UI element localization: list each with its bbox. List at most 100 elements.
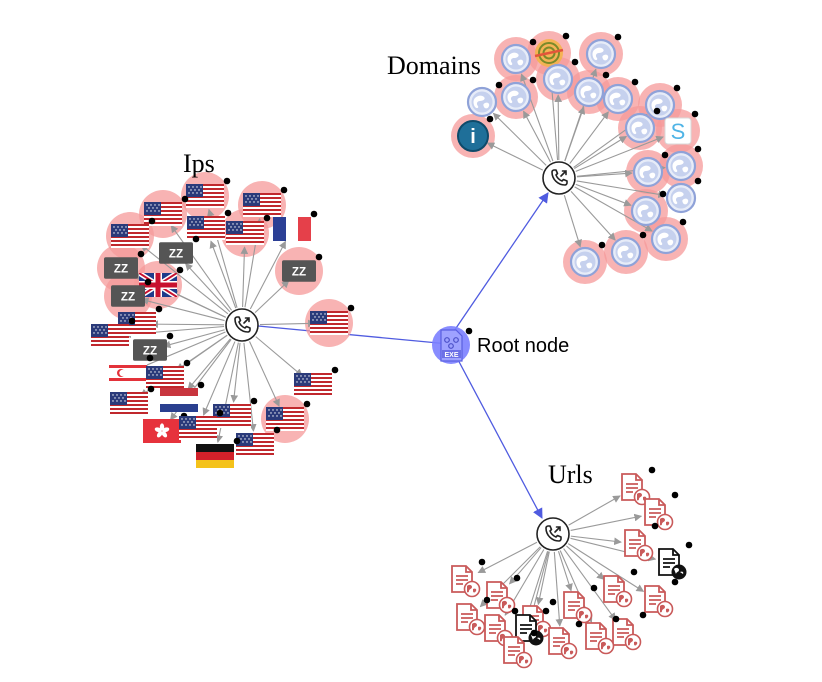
turkey-flag-icon [109, 361, 147, 385]
domain-node[interactable] [665, 145, 702, 182]
domain-node[interactable] [500, 76, 537, 113]
url-node[interactable] [644, 491, 679, 531]
domain-node[interactable] [569, 241, 606, 278]
domain-node[interactable] [500, 38, 537, 75]
edge [566, 545, 605, 580]
domain-node[interactable] [534, 32, 570, 67]
url-node[interactable] [585, 615, 620, 655]
ip-nodes [91, 177, 355, 468]
domains-hub[interactable] [542, 161, 576, 195]
url-node[interactable] [515, 607, 550, 647]
ip-node[interactable] [196, 437, 241, 468]
ip-node[interactable] [144, 195, 189, 226]
ip-node[interactable] [160, 381, 205, 412]
ip-node[interactable] [109, 354, 154, 385]
edge [140, 244, 229, 315]
svg-text:EXE: EXE [444, 352, 458, 359]
cluster-urls [451, 466, 693, 669]
domain-node[interactable] [585, 33, 622, 70]
url-node[interactable] [658, 541, 693, 581]
url-node[interactable] [563, 584, 598, 624]
domain-node[interactable]: S [664, 110, 699, 145]
ip-node[interactable] [226, 214, 271, 245]
sleep-badge-icon [159, 242, 193, 264]
domain-node[interactable] [624, 107, 661, 144]
edge [570, 535, 622, 546]
domain-node[interactable] [602, 78, 639, 115]
phone-call-icon [536, 517, 570, 551]
ip-node[interactable] [213, 397, 258, 428]
domain-node[interactable] [573, 71, 610, 108]
svg-text:S: S [671, 119, 686, 144]
url-node[interactable] [621, 466, 656, 506]
domain-node[interactable] [650, 218, 687, 255]
us-flag-icon [243, 193, 281, 217]
ip-node[interactable] [243, 186, 288, 217]
ip-node[interactable] [146, 359, 191, 390]
url-node[interactable] [451, 558, 486, 598]
edge [187, 338, 231, 390]
ip-node[interactable] [273, 210, 318, 241]
sleep-badge-icon [282, 260, 316, 282]
globe-icon [569, 246, 601, 278]
ip-node[interactable] [186, 177, 231, 208]
ip-node[interactable] [118, 305, 163, 336]
url-node[interactable] [484, 607, 519, 647]
ips-hub[interactable] [225, 308, 259, 342]
ip-node[interactable] [111, 278, 152, 307]
edge [523, 110, 552, 163]
url-node[interactable] [522, 598, 557, 638]
ip-node[interactable] [91, 317, 136, 348]
ip-node[interactable] [159, 235, 200, 264]
urls-hub[interactable] [536, 517, 570, 551]
url-nodes [451, 466, 693, 669]
edge [243, 342, 257, 432]
sleep-badge-icon [111, 285, 145, 307]
ip-node[interactable] [266, 400, 311, 431]
url-node[interactable] [486, 574, 521, 614]
root-node[interactable]: EXE [432, 326, 473, 364]
domain-node[interactable] [466, 81, 503, 118]
edge [564, 106, 586, 162]
url-node[interactable] [456, 596, 491, 636]
ip-node[interactable] [139, 266, 184, 297]
ip-node[interactable] [187, 209, 232, 240]
edge [575, 183, 632, 207]
s-badge-icon: S [664, 117, 692, 145]
url-node[interactable] [612, 611, 647, 651]
url-node[interactable] [503, 629, 538, 669]
domain-node[interactable] [630, 190, 667, 227]
domain-node[interactable] [644, 84, 681, 121]
url-document-icon [644, 498, 674, 531]
domain-node[interactable] [632, 151, 669, 188]
ip-node[interactable] [310, 304, 355, 335]
url-node[interactable] [624, 522, 659, 562]
ip-node[interactable] [294, 366, 339, 397]
ip-node[interactable] [282, 253, 323, 282]
ip-node[interactable] [236, 426, 281, 457]
url-node[interactable] [548, 620, 583, 660]
us-flag-icon [179, 416, 217, 440]
domain-node[interactable] [542, 58, 579, 95]
edge [184, 262, 231, 313]
ip-node[interactable] [111, 217, 156, 248]
domain-node[interactable] [665, 177, 702, 214]
edge [162, 329, 225, 349]
ip-node[interactable] [179, 409, 224, 440]
url-node[interactable] [644, 578, 679, 618]
domain-node[interactable]: i [457, 115, 494, 152]
ip-node[interactable] [110, 385, 155, 416]
globe-icon [500, 43, 532, 75]
globe-icon [602, 83, 634, 115]
us-flag-icon [111, 224, 149, 248]
ip-node[interactable] [104, 250, 145, 279]
url-node[interactable] [603, 568, 638, 608]
us-flag-icon [91, 324, 129, 348]
url-document-icon [612, 618, 642, 651]
ip-node[interactable] [133, 332, 174, 361]
domain-node[interactable] [610, 231, 647, 268]
url-document-icon [451, 565, 481, 598]
edge [248, 341, 280, 407]
edge [249, 240, 287, 310]
